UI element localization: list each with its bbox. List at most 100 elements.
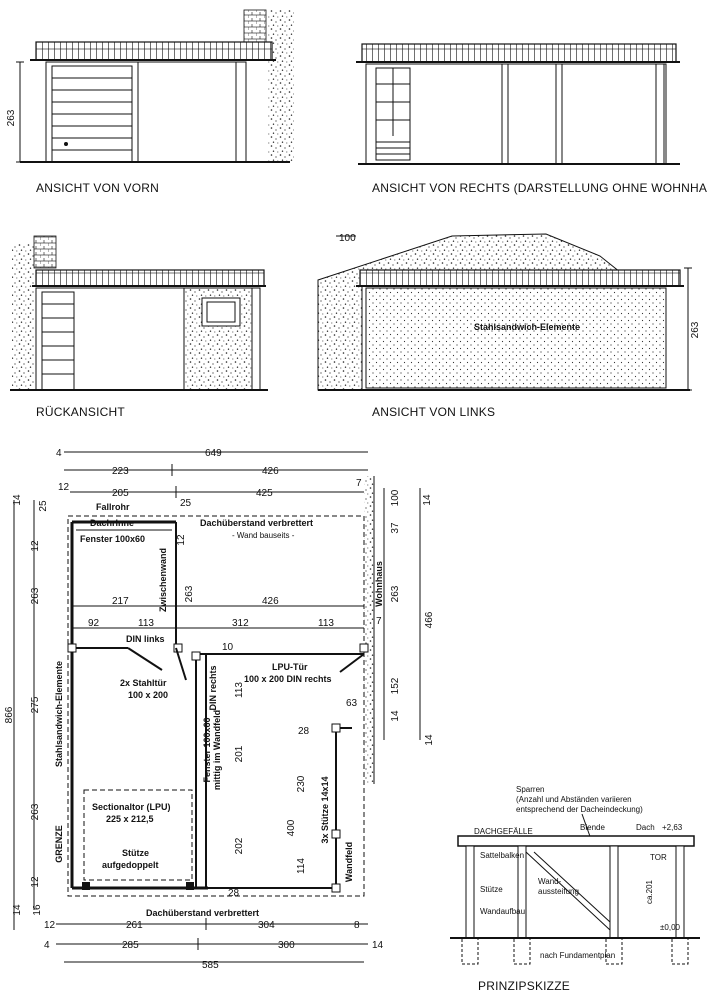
rear-elevation: RÜCKANSICHT [10, 235, 268, 419]
dim-14-top-left: 14 [12, 494, 23, 506]
dim-113-v: 113 [234, 682, 245, 698]
dim-300: 300 [278, 940, 295, 951]
dim-14-bl: 14 [12, 904, 23, 916]
dim-152: 152 [390, 677, 401, 694]
dim-12-left: 12 [30, 540, 41, 552]
dim-466: 466 [424, 611, 435, 628]
label-stuetze-1: Stütze [122, 848, 149, 858]
dim-25-left: 25 [38, 500, 49, 512]
label-zwischenwand: Zwischenwand [158, 548, 168, 612]
sketch-note-2: entsprechend der Dacheindeckung) [516, 805, 643, 814]
dim-312: 312 [232, 618, 249, 629]
dim-263-left: 263 [30, 587, 41, 604]
front-elevation: 263 ANSICHT VON VORN [6, 9, 294, 195]
right-elevation: ANSICHT VON RECHTS (DARSTELLUNG OHNE WOH… [356, 43, 707, 195]
dim-205: 205 [112, 488, 129, 499]
dim-14-right-a: 14 [390, 710, 401, 722]
label-sandwich-plan: Stahlsandwich-Elemente [54, 661, 64, 767]
dim-8: 8 [354, 920, 360, 931]
dim-649: 649 [205, 448, 222, 459]
dim-4-top: 4 [56, 448, 62, 459]
sketch-dach-height: +2,63 [662, 823, 683, 832]
dim-28-a: 28 [228, 888, 240, 899]
dim-425: 425 [256, 488, 273, 499]
left-elevation: 100 263 Stahlsandwich-Elemente ANSICHT V… [317, 233, 701, 419]
dim-14-br: 14 [372, 940, 384, 951]
dim-261: 261 [126, 920, 143, 931]
dim-114: 114 [296, 858, 307, 874]
label-grenze: GRENZE [54, 825, 64, 863]
right-view-caption: ANSICHT VON RECHTS (DARSTELLUNG OHNE WOH… [372, 181, 707, 195]
dim-426-mid: 426 [262, 596, 279, 607]
label-sectionaltor: Sectionaltor (LPU) [92, 802, 171, 812]
dim-217: 217 [112, 596, 129, 607]
principle-sketch: Sparren (Anzahl und Abständen variieren … [450, 785, 700, 993]
dim-585: 585 [202, 960, 219, 971]
dim-12-bl: 12 [44, 920, 56, 931]
label-fenster-top: Fenster 100x60 [80, 534, 145, 544]
label-fenster-side-1: Fenster 100x60 [202, 717, 212, 782]
sketch-wandaussteifung-2: aussteifung [538, 887, 579, 896]
dim-263-mid: 263 [184, 585, 195, 602]
label-fallrohr: Fallrohr [96, 502, 130, 512]
dim-400: 400 [286, 819, 297, 836]
sketch-dachgefaelle: DACHGEFÄLLE [474, 827, 533, 836]
label-fenster-side-2: mittig im Wandfeld [212, 710, 222, 790]
dim-14-top-right: 14 [422, 494, 433, 506]
dim-113-a: 113 [138, 618, 154, 629]
front-view-caption: ANSICHT VON VORN [36, 181, 159, 195]
sectional-door-box: Sectionaltor (LPU) 225 x 212,5 Stütze au… [83, 789, 193, 881]
dim-426-top: 426 [262, 466, 279, 477]
dim-304: 304 [258, 920, 275, 931]
label-lpu-size: 100 x 200 DIN rechts [244, 674, 332, 684]
sketch-sattelbalken: Sattelbalken [480, 851, 524, 860]
rear-view-caption: RÜCKANSICHT [36, 405, 125, 419]
front-garage-door [51, 65, 133, 163]
dim-25-top: 25 [180, 498, 192, 509]
dim-16: 16 [32, 904, 43, 916]
dim-63: 63 [346, 698, 358, 709]
dim-263-low: 263 [30, 803, 41, 820]
sketch-null: ±0,00 [660, 923, 681, 932]
dim-7-mid: 7 [376, 616, 382, 627]
left-view-caption: ANSICHT VON LINKS [372, 405, 495, 419]
dim-285: 285 [122, 940, 139, 951]
label-dachrinne: Dachrinne [90, 518, 134, 528]
dim-275: 275 [30, 696, 41, 713]
sketch-wandaussteifung-1: Wand- [538, 877, 562, 886]
sketch-dach: Dach [636, 823, 655, 832]
label-din-rechts: DIN rechts [208, 665, 218, 710]
front-height-dim: 263 [6, 109, 17, 126]
label-sectionaltor-size: 225 x 212,5 [106, 814, 154, 824]
dim-202: 202 [234, 837, 245, 854]
left-height-dim: 263 [690, 321, 701, 338]
label-din-links: DIN links [126, 634, 165, 644]
floor-plan: 649 4 223 426 12 205 25 425 7 866 14 25 … [4, 448, 435, 971]
sketch-sparren: Sparren [516, 785, 544, 794]
sandwich-elements-label: Stahlsandwich-Elemente [474, 322, 580, 332]
sketch-ca: ca.201 [645, 879, 654, 904]
label-stahltuer-size: 100 x 200 [128, 690, 168, 700]
label-wandfeld: Wandfeld [344, 842, 354, 882]
label-lpu-tuer: LPU-Tür [272, 662, 308, 672]
label-stahltuer: 2x Stahltür [120, 678, 167, 688]
sketch-wandaufbau: Wandaufbau [480, 907, 525, 916]
dim-7-top: 7 [356, 478, 362, 489]
sketch-fundament: nach Fundamentplan [540, 951, 615, 960]
dim-37: 37 [390, 522, 401, 534]
dim-14-right-b: 14 [424, 734, 435, 746]
dim-223: 223 [112, 466, 129, 477]
dim-12-tl: 12 [58, 482, 70, 493]
sketch-blende: Blende [580, 823, 605, 832]
dim-113-b: 113 [318, 618, 334, 629]
label-wohnhaus: Wohnhaus [374, 561, 384, 607]
dim-100-right: 100 [390, 489, 401, 506]
dim-4-bottom: 4 [44, 940, 50, 951]
dim-12-low: 12 [30, 876, 41, 888]
label-overhang-top: Dachüberstand verbrettert [200, 518, 313, 528]
dim-28-b: 28 [298, 726, 310, 737]
sketch-note-1: (Anzahl und Abständen variieren [516, 795, 632, 804]
label-wand-bauseits: - Wand bauseits - [232, 531, 295, 540]
sketch-caption: PRINZIPSKIZZE [478, 979, 570, 993]
